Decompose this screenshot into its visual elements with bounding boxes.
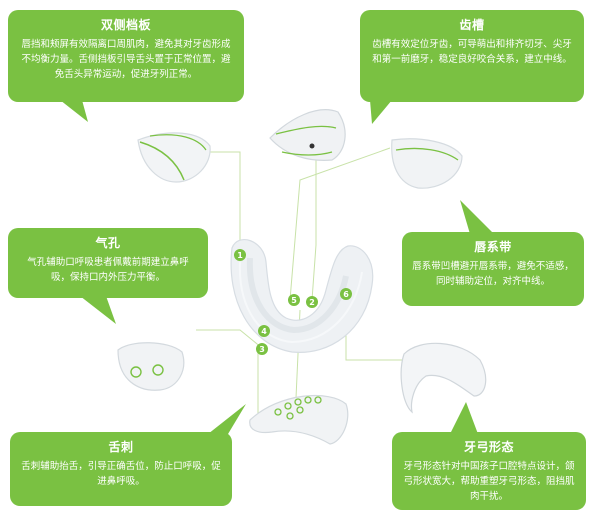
callout-title: 气孔: [95, 236, 121, 250]
marker-1: 1: [234, 249, 246, 261]
callout-chicao: 齿槽 齿槽有效定位牙齿，可导萌出和排齐切牙、尖牙和第一前磨牙，稳定良好咬合关系，…: [360, 10, 584, 102]
svg-text:4: 4: [261, 327, 267, 336]
svg-text:6: 6: [343, 290, 349, 299]
svg-text:5: 5: [291, 296, 297, 305]
callout-tail: [60, 100, 88, 122]
marker-2: 2: [306, 296, 318, 308]
mouthguard-main: [230, 239, 374, 353]
marker-4: 4: [258, 325, 270, 337]
callout-tail: [80, 296, 116, 324]
callout-title: 双侧档板: [100, 18, 151, 32]
svg-text:1: 1: [237, 251, 243, 260]
callout-tail: [450, 402, 478, 434]
marker-3: 3: [256, 343, 268, 355]
callout-text: 气孔辅助口呼吸患者佩戴前期建立鼻呼吸，保持口内外压力平衡。: [27, 257, 189, 283]
callout-text: 齿槽有效定位牙齿，可导萌出和排齐切牙、尖牙和第一前磨牙，稳定良好咬合关系，建立中…: [372, 39, 572, 65]
callout-title: 牙弓形态: [463, 440, 514, 454]
lateral-shield-part: [137, 132, 211, 183]
callout-text: 牙弓形态针对中国孩子口腔特点设计，颌弓形状宽大，帮助重塑牙弓形态，阻挡肌肉干扰。: [403, 461, 575, 502]
marker-5: 5: [288, 294, 300, 306]
callout-tail: [370, 100, 392, 124]
air-hole-part: [117, 342, 185, 391]
tongue-spike-part: [249, 394, 349, 445]
callout-text: 唇系带凹槽避开唇系带，避免不适感，同时辅助定位，对齐中线。: [412, 261, 574, 287]
callout-yagong: 牙弓形态 牙弓形态针对中国孩子口腔特点设计，颌弓形状宽大，帮助重塑牙弓形态，阻挡…: [392, 432, 586, 510]
callout-title: 舌刺: [108, 440, 134, 454]
callout-title: 唇系带: [474, 240, 512, 254]
callout-text: 唇挡和颊屏有效隔离口周肌肉，避免其对牙齿形成不均衡力量。舌侧挡板引导舌头置于正常…: [21, 39, 231, 80]
callout-sheci: 舌刺 舌刺辅助抬舌，引导正确舌位，防止口呼吸，促进鼻呼吸。: [10, 432, 232, 506]
svg-text:3: 3: [259, 345, 265, 354]
marker-6: 6: [340, 288, 352, 300]
tooth-groove-part: [269, 109, 346, 161]
front-groove-part: [391, 138, 463, 189]
callout-text: 舌刺辅助抬舌，引导正确舌位，防止口呼吸，促进鼻呼吸。: [21, 461, 221, 487]
svg-text:2: 2: [309, 298, 315, 307]
callout-tail: [460, 200, 494, 234]
callout-chunxidai: 唇系带 唇系带凹槽避开唇系带，避免不适感，同时辅助定位，对齐中线。: [402, 232, 584, 306]
callout-tail: [208, 404, 246, 434]
callout-shuangce: 双侧档板 唇挡和颊屏有效隔离口周肌肉，避免其对牙齿形成不均衡力量。舌侧挡板引导舌…: [8, 10, 244, 102]
callout-qikong: 气孔 气孔辅助口呼吸患者佩戴前期建立鼻呼吸，保持口内外压力平衡。: [8, 228, 208, 298]
callout-title: 齿槽: [459, 18, 485, 32]
